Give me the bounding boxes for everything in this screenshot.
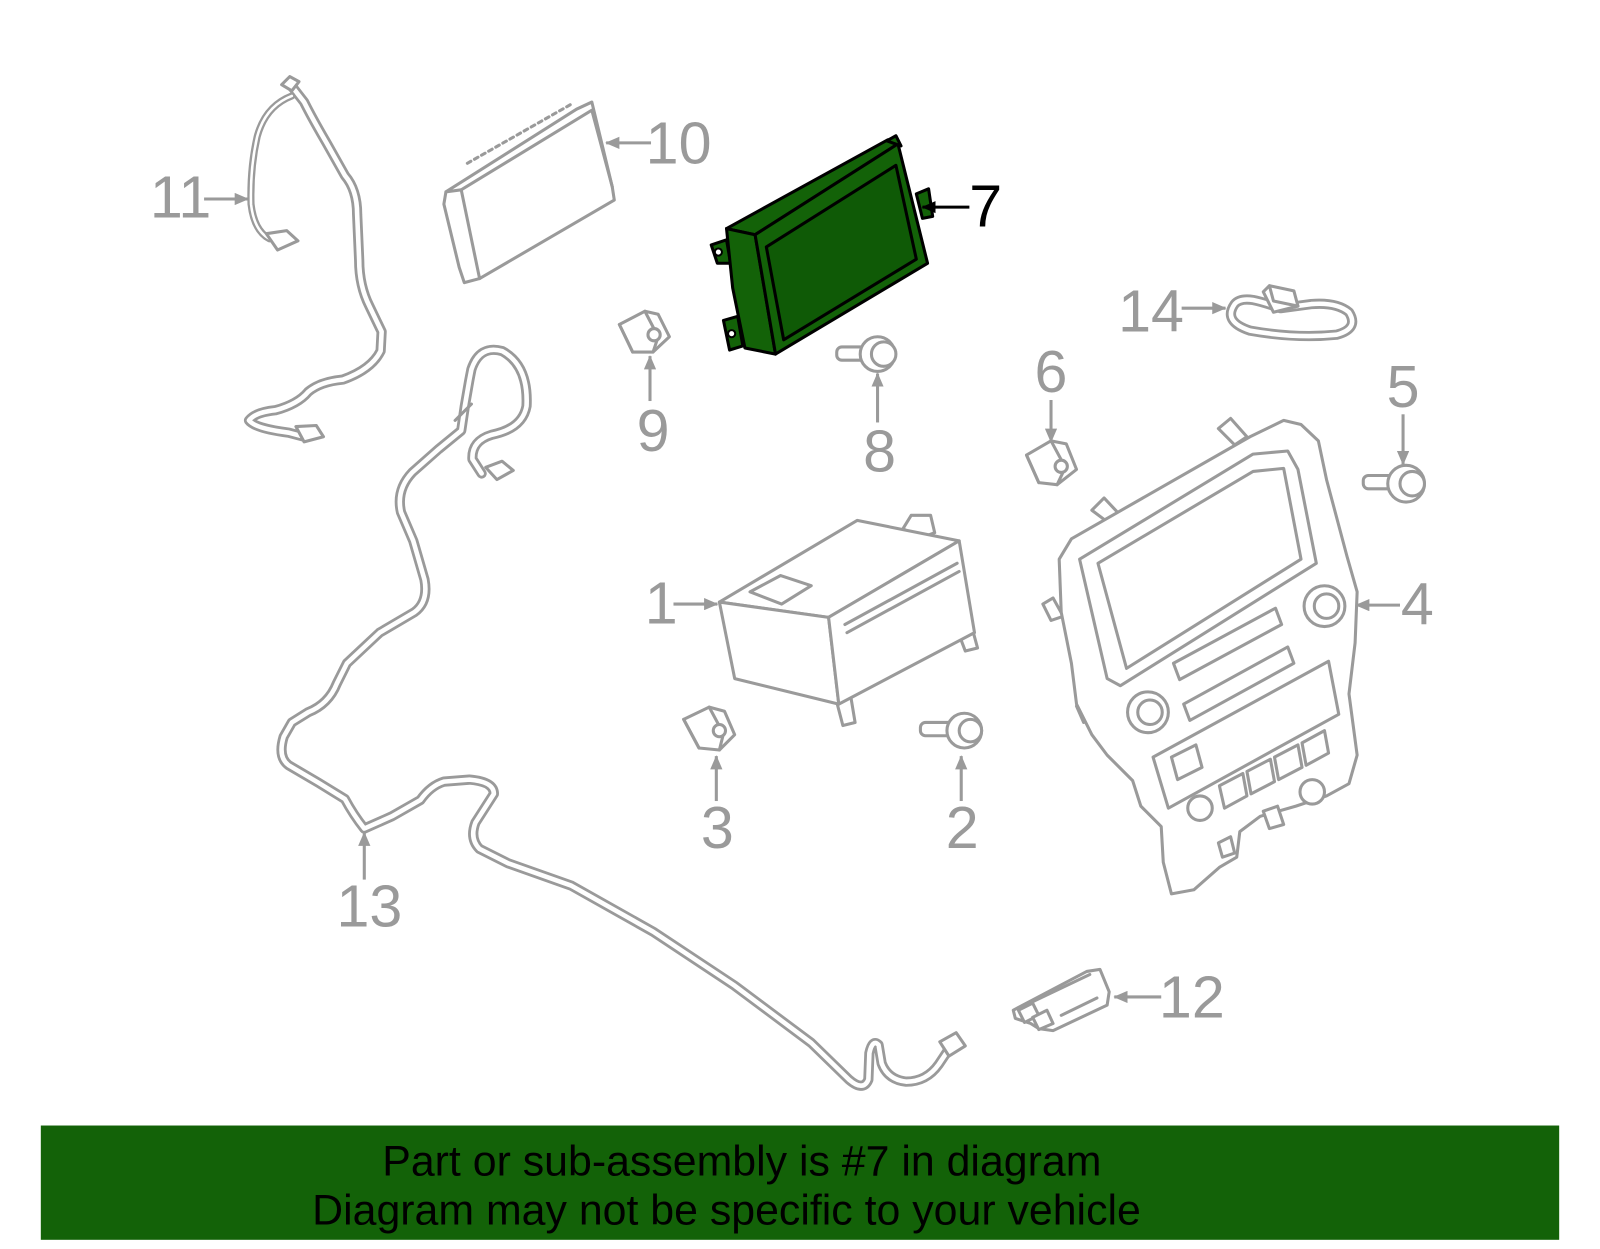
part-11-wire-outline <box>251 96 292 239</box>
part-6-hole <box>1053 458 1069 474</box>
part-7-display-module <box>709 134 935 356</box>
info-banner-background <box>40 1125 1560 1240</box>
callout-5-label: 5 <box>1387 353 1420 420</box>
part-9-hole <box>646 327 662 343</box>
part-7-mount-hole <box>713 247 723 257</box>
callout-10-label: 10 <box>646 109 712 176</box>
part-11-harness <box>249 75 382 444</box>
callout-4-label: 4 <box>1401 571 1434 638</box>
part-13-cable <box>282 350 967 1086</box>
part-3-hole <box>711 722 728 739</box>
callout-9-label: 9 <box>637 397 670 464</box>
part-12-usb-hub <box>1011 967 1111 1033</box>
part-11-tab <box>280 75 301 93</box>
callout-11-label: 11 <box>150 163 211 230</box>
part-14-connector-loop <box>1231 284 1352 336</box>
part-3-body <box>682 705 737 752</box>
part-4-tab <box>1261 804 1286 831</box>
part-4-button <box>1245 757 1277 796</box>
part-9-body <box>617 309 671 354</box>
part-5-head <box>1398 469 1427 498</box>
part-7-side-face <box>725 227 778 356</box>
part-4-button <box>1272 743 1304 782</box>
callout-1-label: 1 <box>645 569 678 636</box>
callout-6-label: 6 <box>1035 338 1068 405</box>
part-12-edge <box>1023 972 1099 1017</box>
callout-labels: 1 2 3 4 5 6 7 8 9 10 11 12 13 14 <box>150 109 1434 1030</box>
part-2-head <box>957 717 984 744</box>
callout-8-label: 8 <box>863 417 896 484</box>
part-6-clip <box>1025 439 1079 487</box>
part-4-slot-upper <box>1171 606 1284 682</box>
part-4-button <box>1300 729 1331 767</box>
part-4-vent <box>1186 794 1214 822</box>
part-10-connector-row <box>465 102 573 165</box>
callout-13-label: 13 <box>336 873 402 940</box>
part-4-screen-inner <box>1096 466 1303 670</box>
banner-line-disclaimer: Diagram may not be specific to your vehi… <box>312 1187 1141 1235</box>
callout-7-label: 7 <box>969 173 1002 240</box>
part-4-control-panel <box>1151 659 1341 810</box>
info-banner: Part or sub-assembly is #7 in diagram Di… <box>40 1125 1560 1240</box>
part-13-connector <box>484 459 515 482</box>
part-14-connector-edge <box>1267 284 1300 308</box>
callout-14-label: 14 <box>1118 278 1184 345</box>
part-7-screen <box>764 163 918 342</box>
part-7-mount-tab <box>914 187 935 220</box>
part-1-disc-slot <box>843 561 961 635</box>
part-12-port <box>1031 1008 1055 1032</box>
part-7-mount-hole <box>727 329 737 339</box>
part-4-screen-opening <box>1078 449 1318 688</box>
part-4-button <box>1217 771 1249 810</box>
part-3-clip <box>682 705 737 752</box>
part-2-bolt <box>918 711 984 750</box>
banner-line-part: Part or sub-assembly is #7 in diagram <box>382 1138 1101 1186</box>
part-8-head <box>869 340 898 368</box>
part-4-knob-right-center <box>1312 592 1341 620</box>
part-13-clip <box>453 402 473 422</box>
part-4-knob-left-center <box>1136 698 1164 727</box>
part-4-bezel <box>1041 416 1359 896</box>
part-8-bolt <box>835 335 898 373</box>
part-11-connector <box>264 229 300 252</box>
part-10-housing <box>442 100 616 285</box>
part-4-vent <box>1298 778 1327 806</box>
part-4-tab <box>1216 835 1237 859</box>
callout-arrows <box>204 136 1410 1004</box>
part-11-connector <box>294 423 325 444</box>
part-10-module <box>442 100 616 285</box>
callout-2-label: 2 <box>946 794 979 861</box>
part-9-clip <box>617 309 671 354</box>
part-5-bolt <box>1361 463 1427 504</box>
part-6-body <box>1025 439 1079 487</box>
part-11-cable-outline <box>249 84 382 437</box>
part-7-corner-tab <box>885 134 903 148</box>
part-4-slot-middle <box>1182 645 1296 722</box>
part-1-radio-unit <box>717 513 980 728</box>
callout-12-label: 12 <box>1159 963 1225 1030</box>
part-1-front-face <box>717 600 841 706</box>
part-10-face <box>459 108 614 192</box>
part-4-button <box>1169 743 1204 782</box>
part-13-connector <box>938 1031 967 1058</box>
part-1-top-slot <box>748 573 813 606</box>
callout-3-label: 3 <box>701 794 734 861</box>
